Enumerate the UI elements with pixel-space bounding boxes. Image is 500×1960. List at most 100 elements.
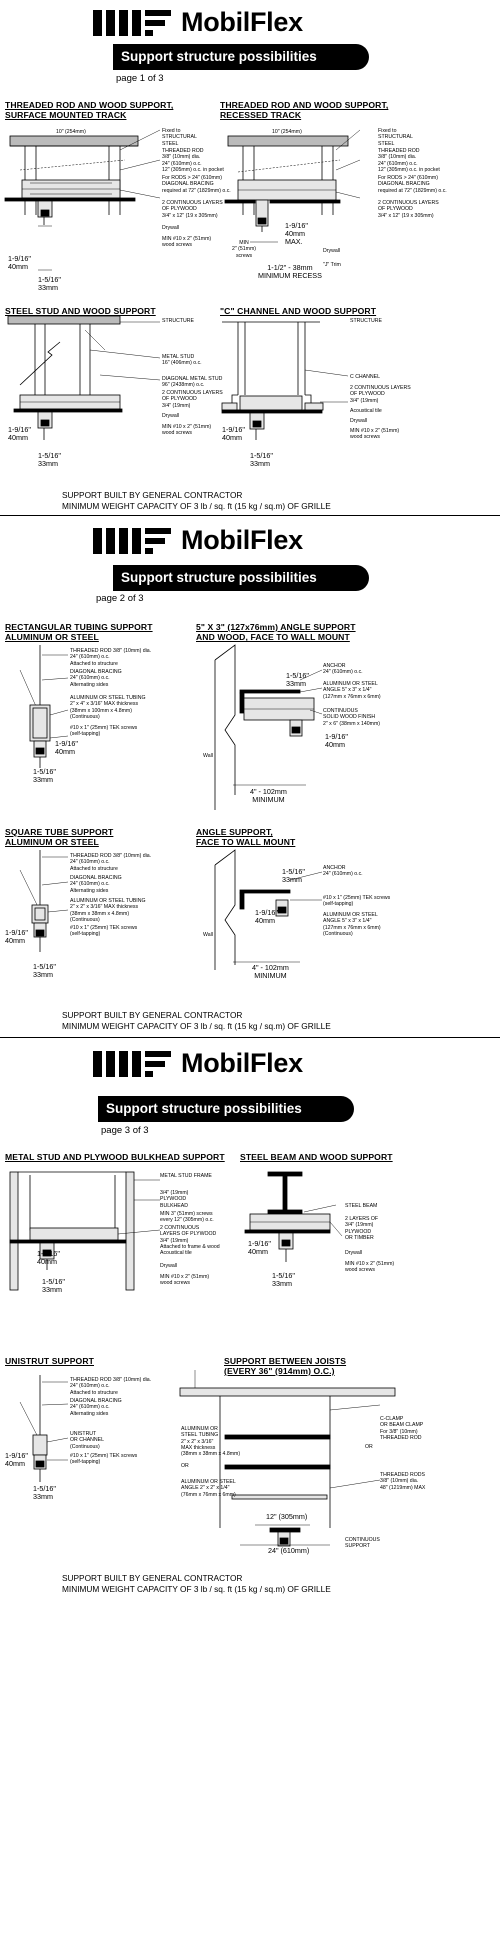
threaded-rod-recessed-diagram [224,129,361,243]
plywood-label: 2 CONTINUOUS LAYERS OF PLYWOOD 3/4" (19m… [350,385,411,404]
section-title: 5" X 3" (127x76mm) ANGLE SUPPORT AND WOO… [196,622,356,642]
plywood-label: 2 CONTINUOUS LAYERS OF PLYWOOD 3/4" x 12… [378,200,439,219]
screws-label: MIN #10 x 2" (51mm) wood screws [345,1261,395,1274]
page-1: MobilFlex Support structure possibilitie… [0,0,500,520]
banner-title: Support structure possibilities [113,44,369,70]
wall-label: Wall [203,932,213,938]
mf-logo-icon [93,527,171,554]
dim-40mm: 1-9/16" 40mm [5,1451,28,1468]
frame-label: METAL STUD FRAME [160,1173,212,1179]
angle-wall-diagram [214,849,323,970]
clamp-label: C-CLAMP OR BEAM CLAMP For 3/8" (10mm) TH… [380,1416,424,1441]
section-title: "C" CHANNEL AND WOOD SUPPORT [220,306,377,316]
steel-beam-diagram [244,1171,343,1262]
dim-33mm: 1-5/16" 33mm [272,1271,295,1288]
footer-line-2: MINIMUM WEIGHT CAPACITY OF 3 lb / sq. ft… [62,1021,331,1031]
tubing-label: ALUMINUM OR STEEL TUBING 2" x 2" x 3/16"… [181,1426,241,1458]
section-title: STEEL STUD AND WOOD SUPPORT [5,306,156,316]
footer-line-1: SUPPORT BUILT BY GENERAL CONTRACTOR [62,490,243,500]
min-dim: 4" - 102mm MINIMUM [252,963,289,980]
section-title: SQUARE TUBE SUPPORT ALUMINUM OR STEEL [5,827,114,847]
dim-33mm: 1-5/16" 33mm [38,275,61,292]
drywall-label: Drywall [162,225,180,231]
brand-logo: MobilFlex [93,525,303,556]
dim-33mm: 1-5/16" 33mm [42,1277,65,1294]
plywood-label: 2 CONTINUOUS LAYERS OF PLYWOOD 3/4" x 12… [162,200,223,219]
rod-label: THREADED ROD 3/8" (10mm) dia. 24" (610mm… [70,853,152,872]
rod-label: THREADED ROD 3/8" (10mm) dia. 24" (610mm… [378,148,440,173]
footer-line-2: MINIMUM WEIGHT CAPACITY OF 3 lb / sq. ft… [62,501,331,511]
fixed-steel-label: Fixed to STRUCTURAL STEEL [162,128,197,147]
page-number: page 2 of 3 [96,593,144,604]
brand-name: MobilFlex [181,1048,303,1078]
rods72-label: For RODS > 24" (610mm) DIAGONAL BRACING … [378,175,447,194]
min-screws-label: MIN 3" (51mm) screws every 12" (305mm) o… [160,1211,214,1224]
jtrim-label: "J" Trim [323,262,341,268]
tubing-label: ALUMINUM OR STEEL TUBING 2" x 2" x 3/16"… [70,898,146,923]
tek-label: #10 x 1" (25mm) TEK screws (self-tapping… [323,895,391,908]
threaded-rod-surface-diagram [4,129,161,271]
banner-title: Support structure possibilities [98,1096,354,1122]
metal-stud-label: METAL STUD 16" (406mm) o.c. [162,354,202,367]
or-label: OR [365,1444,373,1450]
dim-33mm: 1-5/16" 33mm [33,767,56,784]
continuous-support-label: CONTINUOUS SUPPORT [345,1537,380,1550]
or-label: OR [181,1463,189,1469]
angle-wood-wall-diagram [214,644,323,810]
structure-label: STRUCTURE [162,318,194,324]
section-title: SUPPORT BETWEEN JOISTS (EVERY 36" (914mm… [224,1356,347,1376]
tek-label: #10 x 1" (25mm) TEK screws (self-tapping… [70,1453,138,1466]
bracing-label: DIAGONAL BRACING 24" (610mm) o.c. Altern… [70,669,122,688]
dim-40mm: 1-9/16" 40mm [248,1239,271,1256]
drywall-label: Drywall [350,418,368,424]
bulkhead-diagram [9,1171,161,1291]
mf-logo-icon [93,9,171,36]
tek-label: #10 x 1" (25mm) TEK screws (self-tapping… [70,925,138,938]
dim-40mm-max: 1-9/16" 40mm MAX. [285,221,308,246]
dim-40mm: 1-9/16" 40mm [222,425,245,442]
rod-label: THREADED ROD 3/8" (10mm) dia. 24" (610mm… [70,1377,152,1396]
acoustic-tile-label: Acoustical tile [350,408,382,414]
c-channel-label: C CHANNEL [350,374,380,380]
diag-stud-label: DIAGONAL METAL STUD 96" (2438mm) o.c. [162,376,223,389]
page-divider [0,1037,500,1038]
dim-40mm: 1-9/16" 40mm [8,254,31,271]
wood-label: CONTINUOUS SOLID WOOD FINISH 2" x 6" (38… [323,708,381,727]
dim-33mm: 1-5/16" 33mm [286,671,309,688]
tubing-label: ALUMINUM OR STEEL TUBING 2" x 4" x 3/16"… [70,695,146,720]
page-3: MobilFlex Support structure possibilitie… [0,1040,500,1960]
dim-33mm: 1-5/16" 33mm [33,1484,56,1501]
section-title: UNISTRUT SUPPORT [5,1356,94,1366]
plywood-label: 2 CONTINUOUS LAYERS OF PLYWOOD 3/4" (19m… [162,390,223,409]
page-number: page 3 of 3 [101,1125,149,1136]
screws-label: MIN #10 x 2" (51mm) wood screws [160,1274,210,1287]
screws-label: MIN #10 x 2" (51mm) wood screws [350,428,400,441]
anchor-label: ANCHOR 24" (610mm) o.c. [323,865,363,878]
brand-name: MobilFlex [181,7,303,37]
dim-width-label: 10" (254mm) [272,129,302,135]
anchor-label: ANCHOR 24" (610mm) o.c. [323,663,363,676]
rod-label: THREADED ROD 3/8" (10mm) dia. 24" (610mm… [162,148,224,173]
drywall-label: Drywall [345,1250,363,1256]
section-title: STEEL BEAM AND WOOD SUPPORT [240,1152,393,1162]
angle-label: ALUMINUM OR STEEL ANGLE 5" x 3" x 1/4" (… [323,681,381,700]
bracing-label: DIAGONAL BRACING 24" (610mm) o.c. Altern… [70,875,122,894]
bulkhead-label: 3/4" (19mm) PLYWOOD BULKHEAD [160,1190,189,1209]
structure-label: STRUCTURE [350,318,382,324]
angle-label: ALUMINUM OR STEEL ANGLE 5" x 3" x 1/4" (… [323,912,381,937]
dim-40mm: 1-9/16" 40mm [5,928,28,945]
footer-line-1: SUPPORT BUILT BY GENERAL CONTRACTOR [62,1573,243,1583]
section-title: ANGLE SUPPORT, FACE TO WALL MOUNT [196,827,296,847]
min-recess-dim: 1-1/2" - 38mm MINIMUM RECESS [258,263,322,280]
mf-logo-icon [93,1050,171,1077]
rect-tubing-diagram [19,645,69,768]
dim-40mm: 1-9/16" 40mm [325,732,348,749]
rod-label: THREADED ROD 3/8" (10mm) dia. 24" (610mm… [70,648,152,667]
brand-logo: MobilFlex [93,7,303,38]
tek-label: #10 x 1" (25mm) TEK screws (self-tapping… [70,725,138,738]
dim-33mm: 1-5/16" 33mm [38,451,61,468]
acoustic-tile-label: Acoustical tile [160,1250,192,1256]
rods-label: THREADED RODS 3/8" (10mm) dia. 48" (1219… [380,1472,426,1491]
dim-40mm: 1-9/16" 40mm [255,908,278,925]
page-number: page 1 of 3 [116,73,164,84]
